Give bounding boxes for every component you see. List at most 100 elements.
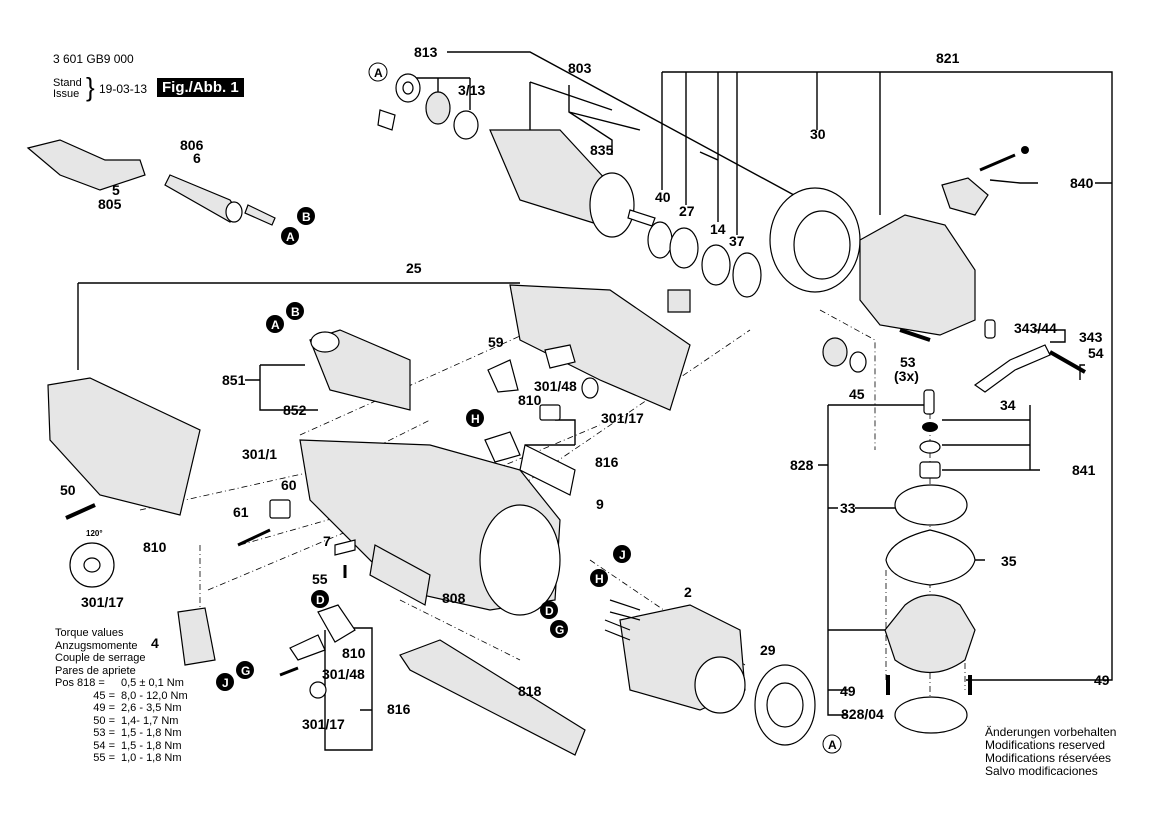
connector-b-icon — [286, 302, 304, 320]
issue-label: Issue — [53, 88, 80, 100]
part-label: 35 — [1001, 553, 1017, 569]
part-label: 5 — [112, 182, 120, 198]
connector-a-icon — [822, 734, 842, 754]
part-label: 840 — [1070, 175, 1094, 191]
part-label: 37 — [729, 233, 745, 249]
part-label: 806 — [180, 137, 204, 153]
part-label: 53 — [900, 354, 916, 370]
connector-d-label: D — [545, 604, 554, 618]
part-label: 821 — [936, 50, 960, 66]
connector-d-icon — [311, 590, 329, 608]
connector-markers: A B A B A H G J D J H D G A — [216, 62, 842, 754]
part-label: 33 — [840, 500, 856, 516]
modifications-es: Salvo modificaciones — [985, 764, 1098, 778]
motor-housing — [299, 439, 576, 616]
bearing-rings — [647, 221, 762, 313]
connector-h-icon — [590, 569, 608, 587]
part-label: 6 — [193, 150, 201, 166]
part-label: (3x) — [894, 368, 919, 384]
part-label: 27 — [679, 203, 695, 219]
part-label: 301/48 — [534, 378, 577, 394]
part-label: 841 — [1072, 462, 1096, 478]
part-label: 343 — [1079, 329, 1103, 345]
part-label: 49 — [1094, 672, 1110, 688]
part-label: 30 — [810, 126, 826, 142]
part-label: 805 — [98, 196, 122, 212]
part-label: 3/13 — [458, 82, 486, 98]
angle-label: 120° — [86, 529, 103, 538]
switch-and-small-parts — [65, 329, 599, 699]
part-label: 9 — [596, 496, 604, 512]
connector-j-icon — [613, 545, 631, 563]
part-label: 808 — [442, 590, 466, 606]
part-number: 3 601 GB9 000 — [53, 52, 134, 66]
part-label: 301/17 — [601, 410, 644, 426]
connector-h-label: H — [595, 572, 604, 586]
torque-title-en: Torque values — [55, 627, 124, 639]
connector-a-label: A — [286, 230, 295, 244]
gear-unit — [884, 484, 976, 734]
connector-d-icon — [540, 601, 558, 619]
torque-title-fr: Couple de serrage — [55, 652, 146, 664]
connector-g-icon — [550, 620, 568, 638]
connector-b-label: B — [291, 305, 300, 319]
stator-and-end-cap — [604, 599, 816, 746]
spindle-lock-parts — [822, 319, 1086, 479]
part-label: 301/17 — [81, 594, 124, 610]
torque-row: 53 =1,5 - 1,8 Nm — [93, 727, 182, 739]
torque-row: Pos 818 =0,5 ± 0,1 Nm — [55, 677, 184, 689]
connector-h-label: H — [471, 412, 480, 426]
figure-label: Fig./Abb. 1 — [157, 78, 244, 97]
part-label: 14 — [710, 221, 726, 237]
connector-j-icon — [216, 673, 234, 691]
part-label: 818 — [518, 683, 542, 699]
part-label: 54 — [1088, 345, 1104, 361]
connector-g-label: G — [555, 623, 564, 637]
part-label: 810 — [518, 392, 542, 408]
part-label: 4 — [151, 635, 159, 651]
part-label: 25 — [406, 260, 422, 276]
part-label: 55 — [312, 571, 328, 587]
modifications-fr: Modifications réservées — [985, 751, 1112, 765]
connector-a-label: A — [374, 66, 383, 80]
torque-values-table: Torque values Anzugsmomente Couple de se… — [55, 627, 188, 765]
gear-cover — [769, 187, 861, 293]
torque-row: 54 =1,5 - 1,8 Nm — [93, 739, 182, 752]
part-label: 59 — [488, 334, 504, 350]
armature-assembly — [377, 73, 656, 238]
part-label: 816 — [595, 454, 619, 470]
issue-date: 19-03-13 — [99, 82, 148, 96]
modifications-notice: Änderungen vorbehalten Modifications res… — [985, 726, 1116, 778]
part-label: 301/1 — [242, 446, 278, 462]
part-label: 61 — [233, 504, 249, 520]
part-label: 40 — [655, 189, 671, 205]
torque-title-es: Pares de apriete — [55, 664, 136, 677]
connector-b-icon — [297, 207, 315, 225]
part-label: 60 — [281, 477, 297, 493]
connector-a-icon — [368, 62, 388, 82]
connector-a-label: A — [828, 738, 837, 752]
torque-row: 45 =8,0 - 12,0 Nm — [93, 689, 188, 702]
stand-label: Stand — [53, 77, 82, 89]
part-label: 301/17 — [302, 716, 345, 732]
part-label: 29 — [760, 642, 776, 658]
part-label: 816 — [387, 701, 411, 717]
part-label: 49 — [840, 683, 856, 699]
connector-a-icon — [266, 315, 284, 333]
connector-g-label: G — [241, 664, 250, 678]
connector-a-icon — [281, 227, 299, 245]
part-label: 813 — [414, 44, 438, 60]
plug-and-cable — [26, 139, 276, 226]
brace: } — [86, 72, 95, 102]
torque-row: 50 =1,4- 1,7 Nm — [93, 714, 179, 727]
torque-row: 49 =2,6 - 3,5 Nm — [93, 702, 182, 714]
part-label: 803 — [568, 60, 592, 76]
connector-a-label: A — [271, 318, 280, 332]
connector-h-icon — [466, 409, 484, 427]
torque-row: 55 =1,0 - 1,8 Nm — [93, 752, 182, 764]
part-label: 828 — [790, 457, 814, 473]
part-label: 835 — [590, 142, 614, 158]
torque-title-de: Anzugsmomente — [55, 639, 138, 652]
modifications-de: Änderungen vorbehalten — [985, 725, 1117, 739]
